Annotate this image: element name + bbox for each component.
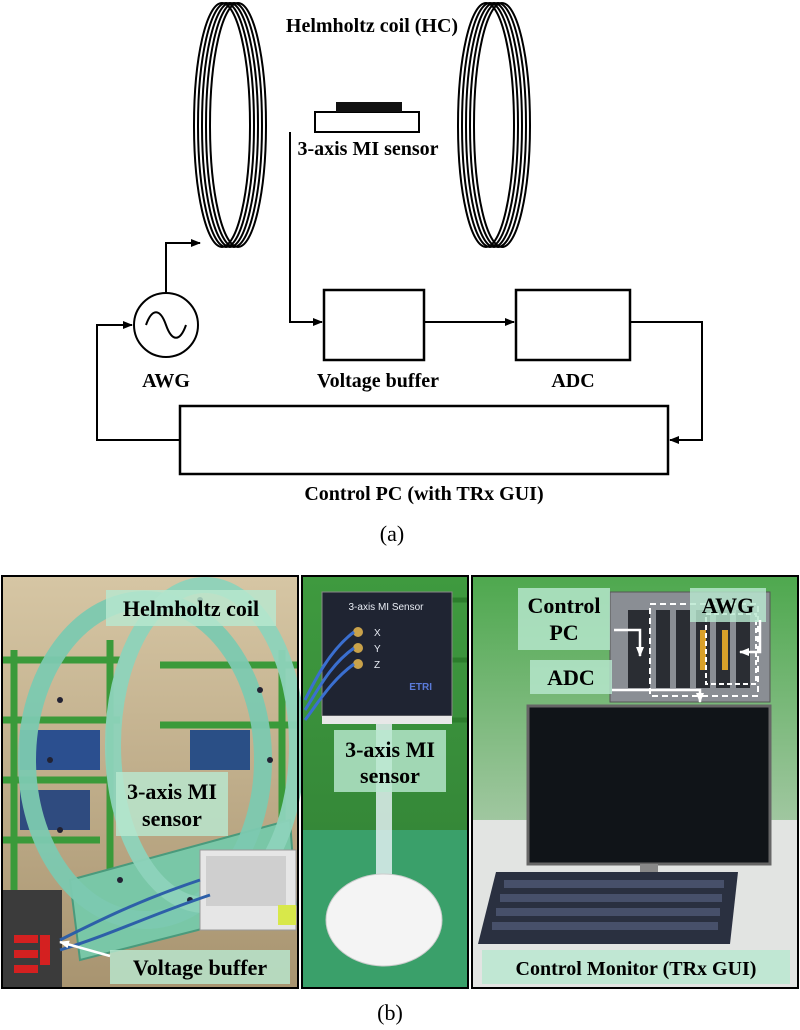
sensor-device-title: 3-axis MI Sensor	[348, 602, 424, 613]
sensor-axis-x: X	[374, 628, 381, 639]
photo-left-panel: Helmholtz coil 3-axis MI sensor Voltage …	[1, 575, 305, 989]
voltage-buffer-block	[322, 288, 426, 362]
adc-label: ADC	[551, 370, 594, 392]
control-pc-label: Control PC (with TRx GUI)	[304, 483, 543, 505]
photo-left-sensor-label-line1: 3-axis MI	[127, 779, 217, 804]
helmholtz-coil-right	[457, 2, 531, 248]
helmholtz-coil-left	[193, 2, 267, 248]
photo-buffer-label: Voltage buffer	[133, 955, 267, 980]
etri-logo: ETRI	[409, 682, 432, 693]
adc-block	[514, 288, 632, 362]
control-pc-block	[178, 404, 670, 476]
sensor-axis-y: Y	[374, 644, 381, 655]
caption-a: (a)	[380, 521, 404, 546]
photo-monitor-label: Control Monitor (TRx GUI)	[516, 958, 757, 980]
helmholtz-coil-label: Helmholtz coil (HC)	[286, 15, 458, 37]
signal-wires	[96, 132, 703, 444]
voltage-buffer-label: Voltage buffer	[317, 370, 439, 392]
photo-right-panel: Control PC AWG ADC Control Monitor (TRx …	[471, 575, 799, 989]
photo-middle-sensor-label-line1: 3-axis MI	[345, 737, 435, 762]
photo-pc-label-line2: PC	[549, 620, 578, 645]
photo-helmholtz-label: Helmholtz coil	[123, 596, 259, 621]
mi-sensor-label: 3-axis MI sensor	[297, 138, 438, 160]
photo-middle-sensor-label-line2: sensor	[360, 763, 420, 788]
schematic-diagram: Helmholtz coil (HC) 3-axis MI sensor AWG…	[96, 2, 703, 546]
photo-left-sensor-label-line2: sensor	[142, 806, 202, 831]
awg-source-symbol	[133, 292, 199, 358]
caption-b: (b)	[377, 1000, 403, 1025]
awg-label: AWG	[142, 370, 190, 392]
photo-awg-label: AWG	[702, 593, 755, 618]
photo-adc-label: ADC	[547, 665, 595, 690]
photo-middle-panel: 3-axis MI Sensor X Y Z ETRI 3-axis MI se…	[301, 575, 469, 989]
mi-sensor-symbol	[314, 102, 420, 133]
sensor-axis-z: Z	[374, 660, 380, 671]
photo-pc-label-line1: Control	[528, 593, 601, 618]
